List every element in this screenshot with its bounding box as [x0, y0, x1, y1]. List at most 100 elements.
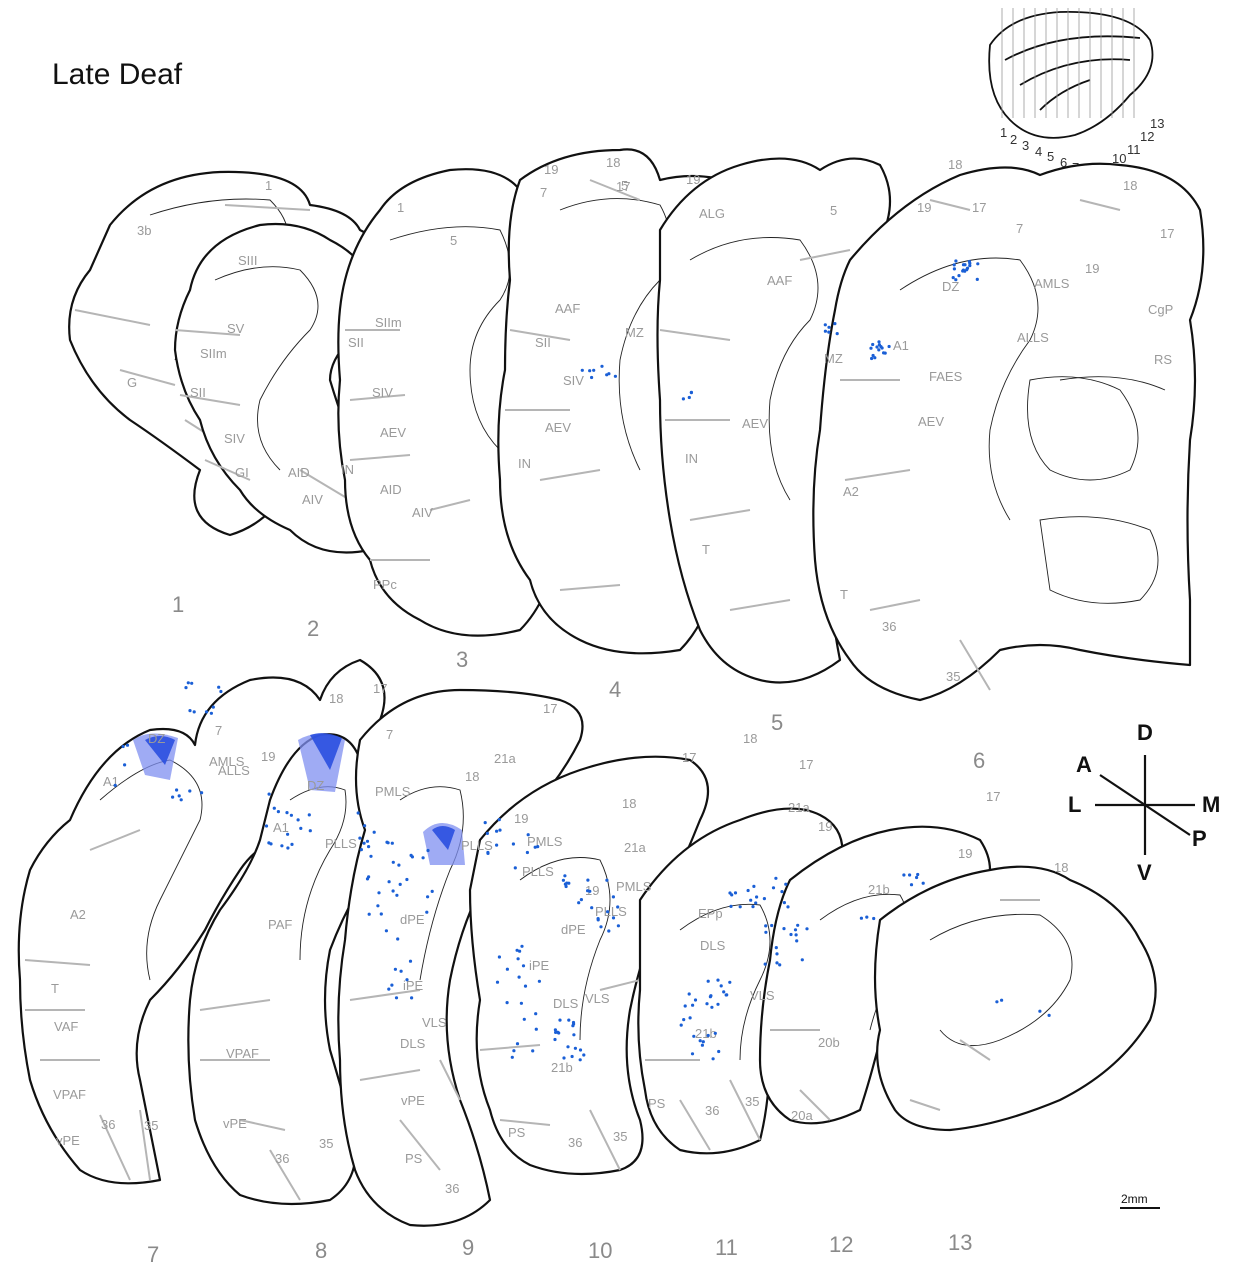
region-label: 35	[613, 1129, 627, 1144]
labelled-neuron-dot	[682, 1018, 685, 1021]
region-label: A1	[273, 820, 289, 835]
labelled-neuron-dot	[1048, 1014, 1051, 1017]
inset-section-number: 5	[1047, 149, 1054, 164]
labelled-neuron-dot	[616, 905, 619, 908]
labelled-neuron-dot	[126, 744, 129, 747]
labelled-neuron-dot	[869, 347, 872, 350]
region-label: VPAF	[226, 1046, 259, 1061]
labelled-neuron-dot	[600, 365, 603, 368]
labelled-neuron-dot	[714, 1032, 717, 1035]
labelled-neuron-dot	[952, 276, 955, 279]
labelled-neuron-dot	[566, 1045, 569, 1048]
region-label: PMLS	[527, 834, 563, 849]
region-label: AIV	[302, 492, 323, 507]
section-6	[813, 164, 1203, 700]
region-label: 36	[275, 1151, 289, 1166]
labelled-neuron-dot	[747, 889, 750, 892]
labelled-neuron-dot	[754, 901, 757, 904]
region-label: 5	[830, 203, 837, 218]
region-label: 36	[882, 619, 896, 634]
labelled-neuron-dot	[496, 981, 499, 984]
region-label: 7	[540, 185, 547, 200]
labelled-neuron-dot	[702, 1040, 705, 1043]
region-label: A1	[893, 338, 909, 353]
region-label: EPp	[698, 906, 723, 921]
labelled-neuron-dot	[171, 796, 174, 799]
labelled-neuron-dot	[606, 910, 609, 913]
region-label: SIV	[224, 431, 245, 446]
labelled-neuron-dot	[380, 912, 383, 915]
labelled-neuron-dot	[995, 1000, 998, 1003]
labelled-neuron-dot	[299, 827, 302, 830]
labelled-neuron-dot	[572, 1033, 575, 1036]
labelled-neuron-dot	[877, 340, 880, 343]
labelled-neuron-dot	[916, 873, 919, 876]
labelled-neuron-dot	[520, 1002, 523, 1005]
region-label: 1	[397, 200, 404, 215]
region-label: VLS	[750, 988, 775, 1003]
region-label: PS	[508, 1125, 526, 1140]
labelled-neuron-dot	[865, 916, 868, 919]
labelled-neuron-dot	[734, 891, 737, 894]
labelled-neuron-dot	[387, 988, 390, 991]
labelled-neuron-dot	[764, 924, 767, 927]
labelled-neuron-dot	[694, 998, 697, 1001]
region-label: 36	[101, 1117, 115, 1132]
labelled-neuron-dot	[571, 1024, 574, 1027]
labelled-neuron-dot	[586, 879, 589, 882]
section-13	[875, 867, 1156, 1130]
labelled-neuron-dot	[400, 970, 403, 973]
dorsal-label: D	[1137, 720, 1153, 745]
labelled-neuron-dot	[751, 905, 754, 908]
region-label: AIV	[412, 505, 433, 520]
labelled-neuron-dot	[422, 856, 425, 859]
labelled-neuron-dot	[286, 833, 289, 836]
labelled-neuron-dot	[580, 898, 583, 901]
inset-section-number: 13	[1150, 116, 1164, 131]
labelled-neuron-dot	[516, 1042, 519, 1045]
labelled-neuron-dot	[605, 373, 608, 376]
region-label: ALLS	[1017, 330, 1049, 345]
labelled-neuron-dot	[764, 931, 767, 934]
labelled-neuron-dot	[824, 330, 827, 333]
labelled-neuron-dot	[280, 844, 283, 847]
labelled-neuron-dot	[682, 397, 685, 400]
region-label: 19	[818, 819, 832, 834]
region-label: 19	[958, 846, 972, 861]
labelled-neuron-dot	[484, 821, 487, 824]
labelled-neuron-dot	[290, 843, 293, 846]
region-label: vPE	[401, 1093, 425, 1108]
labelled-neuron-dot	[953, 267, 956, 270]
inset-section-number: 4	[1035, 144, 1042, 159]
labelled-neuron-dot	[770, 924, 773, 927]
labelled-neuron-dot	[562, 1056, 565, 1059]
labelled-neuron-dot	[873, 356, 876, 359]
region-label: SIIm	[200, 346, 227, 361]
region-label: IN	[341, 462, 354, 477]
labelled-neuron-dot	[882, 351, 885, 354]
labelled-neuron-dot	[498, 829, 501, 832]
labelled-neuron-dot	[871, 343, 874, 346]
labelled-neuron-dot	[881, 346, 884, 349]
region-label: dPE	[400, 912, 425, 927]
section-number-12: 12	[829, 1232, 853, 1257]
labelled-neuron-dot	[716, 1003, 719, 1006]
labelled-neuron-dot	[358, 837, 361, 840]
inset-section-number: 3	[1022, 138, 1029, 153]
region-label: T	[51, 981, 59, 996]
labelled-neuron-dot	[517, 957, 520, 960]
labelled-neuron-dot	[518, 976, 521, 979]
labelled-neuron-dot	[388, 880, 391, 883]
labelled-neuron-dot	[763, 897, 766, 900]
labelled-neuron-dot	[190, 682, 193, 685]
labelled-neuron-dot	[200, 791, 203, 794]
labelled-neuron-dot	[363, 824, 366, 827]
region-label: 35	[745, 1094, 759, 1109]
labelled-neuron-dot	[605, 879, 608, 882]
labelled-neuron-dot	[397, 864, 400, 867]
labelled-neuron-dot	[691, 1052, 694, 1055]
region-label: PLLS	[595, 904, 627, 919]
region-label: RS	[1154, 352, 1172, 367]
labelled-neuron-dot	[915, 876, 918, 879]
